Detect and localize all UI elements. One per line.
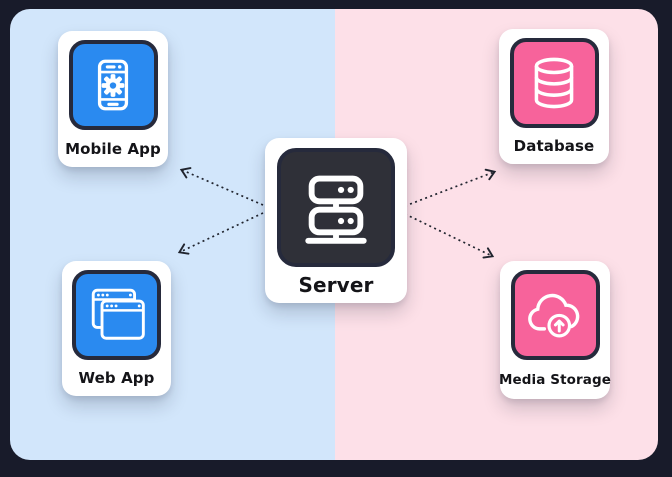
node-card-mobile-app: Mobile App xyxy=(58,31,168,167)
node-card-web-app: Web App xyxy=(62,261,171,396)
browser-windows-icon xyxy=(72,270,161,360)
database-cylinder-icon xyxy=(509,38,599,128)
node-label-media-storage: Media Storage xyxy=(498,371,612,388)
server-rack-icon xyxy=(277,148,395,267)
mobile-phone-gear-icon xyxy=(68,40,158,130)
node-label-web-app: Web App xyxy=(78,369,155,387)
node-card-database: Database xyxy=(499,29,609,164)
node-label-database: Database xyxy=(513,137,595,155)
node-card-media-storage: Media Storage xyxy=(498,261,612,399)
cloud-upload-icon xyxy=(510,270,600,360)
node-label-mobile-app: Mobile App xyxy=(65,139,161,158)
node-label-server: Server xyxy=(298,273,374,297)
node-card-server: Server xyxy=(265,138,407,303)
